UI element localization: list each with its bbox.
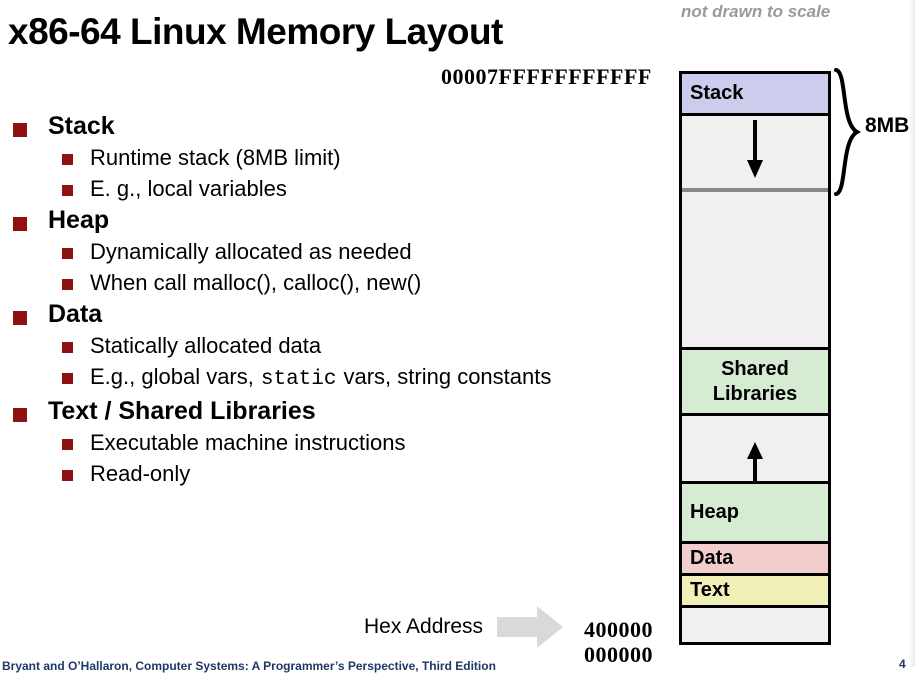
square-bullet-icon [62, 279, 73, 290]
bullet-level2-label: Read-only [90, 461, 191, 486]
bullet-level1-label: Heap [48, 206, 110, 234]
square-bullet-icon [13, 123, 27, 137]
memory-region-label: Shared Libraries [712, 358, 798, 405]
memory-region-label: Stack [690, 82, 744, 104]
square-bullet-icon [62, 373, 73, 384]
bullet-level1-label: Data [48, 300, 103, 328]
bullet-level2-global-vars: E.g., global vars, static vars, string con… [0, 363, 660, 393]
bullet-level2-dynamically-allocated: Dynamically allocated as needed [0, 238, 660, 265]
bullet-level2-local-variables: E. g., local variables [0, 175, 660, 202]
bullet-level1-data: Data [0, 300, 660, 329]
memory-region-label: Heap [690, 501, 739, 523]
stack-size-annotation: 8MB [833, 68, 915, 198]
right-edge-shadow [909, 0, 915, 667]
bullet-level2-label: Runtime stack (8MB limit) [90, 145, 341, 170]
memory-layout-diagram: Stack Shared Libraries Heap Data Text [679, 71, 831, 645]
memory-region-label: Text [690, 579, 730, 601]
square-bullet-icon [62, 439, 73, 450]
memory-region-heap: Heap [682, 484, 828, 544]
bullet-level1-label: Text / Shared Libraries [48, 397, 316, 425]
not-drawn-to-scale-note: not drawn to scale [681, 2, 831, 21]
curly-brace-icon [834, 68, 862, 196]
memory-region-heap-growth-gap [682, 416, 828, 484]
square-bullet-icon [13, 217, 27, 231]
bullet-level2-statically-allocated: Statically allocated data [0, 332, 660, 359]
bullet-level1-label: Stack [48, 112, 115, 140]
bullet-level2-when-call-malloc: When call malloc(), calloc(), new() [0, 269, 660, 296]
bullet-level2-runtime-stack: Runtime stack (8MB limit) [0, 144, 660, 171]
stack-grows-down-arrow-icon [747, 120, 763, 178]
memory-region-data: Data [682, 544, 828, 576]
bullet-list: Stack Runtime stack (8MB limit) E. g., l… [0, 112, 660, 491]
bullet-level2-read-only: Read-only [0, 460, 660, 487]
footer-page-number: 4 [899, 657, 906, 671]
hex-address-caption: Hex Address [364, 615, 484, 638]
footer-attribution: Bryant and O’Hallaron, Computer Systems:… [2, 659, 496, 673]
bullet-level2-label: E. g., local variables [90, 176, 287, 201]
top-address-label: 00007FFFFFFFFFFF [441, 64, 652, 89]
bullet-level2-label: Dynamically allocated as needed [90, 239, 412, 264]
memory-region-unmapped-upper [682, 192, 828, 350]
memory-region-stack: Stack [682, 74, 828, 116]
square-bullet-icon [62, 154, 73, 165]
memory-region-text: Text [682, 576, 828, 608]
bullet-level2-prefix: E.g., global vars, [90, 364, 254, 389]
square-bullet-icon [62, 342, 73, 353]
bullet-level1-heap: Heap [0, 206, 660, 235]
bullet-level2-suffix: vars, string constants [343, 364, 552, 389]
memory-region-stack-growth-gap [682, 116, 828, 192]
memory-region-shared-libraries: Shared Libraries [682, 350, 828, 416]
bullet-level1-stack: Stack [0, 112, 660, 141]
memory-region-label: Data [690, 547, 734, 569]
bullet-level2-label: Statically allocated data [90, 333, 322, 358]
bottom-address-text-400000: 400000 [584, 617, 653, 642]
heap-grows-up-arrow-icon [747, 442, 763, 482]
bullet-level2-label: Executable machine instructions [90, 430, 406, 455]
square-bullet-icon [13, 408, 27, 422]
bottom-address-text-000000: 000000 [584, 642, 653, 667]
code-static-keyword: static [260, 368, 337, 391]
bullet-level2-label: When call malloc(), calloc(), new() [90, 270, 422, 295]
square-bullet-icon [62, 185, 73, 196]
memory-region-reserved-low [682, 608, 828, 642]
page-title: x86-64 Linux Memory Layout [8, 11, 503, 52]
square-bullet-icon [62, 248, 73, 259]
bullet-level2-executable-instructions: Executable machine instructions [0, 429, 660, 456]
bullet-level1-text-shared-libraries: Text / Shared Libraries [0, 397, 660, 426]
square-bullet-icon [13, 311, 27, 325]
square-bullet-icon [62, 470, 73, 481]
brace-label-8mb: 8MB [865, 114, 910, 137]
right-arrow-icon [497, 606, 563, 648]
